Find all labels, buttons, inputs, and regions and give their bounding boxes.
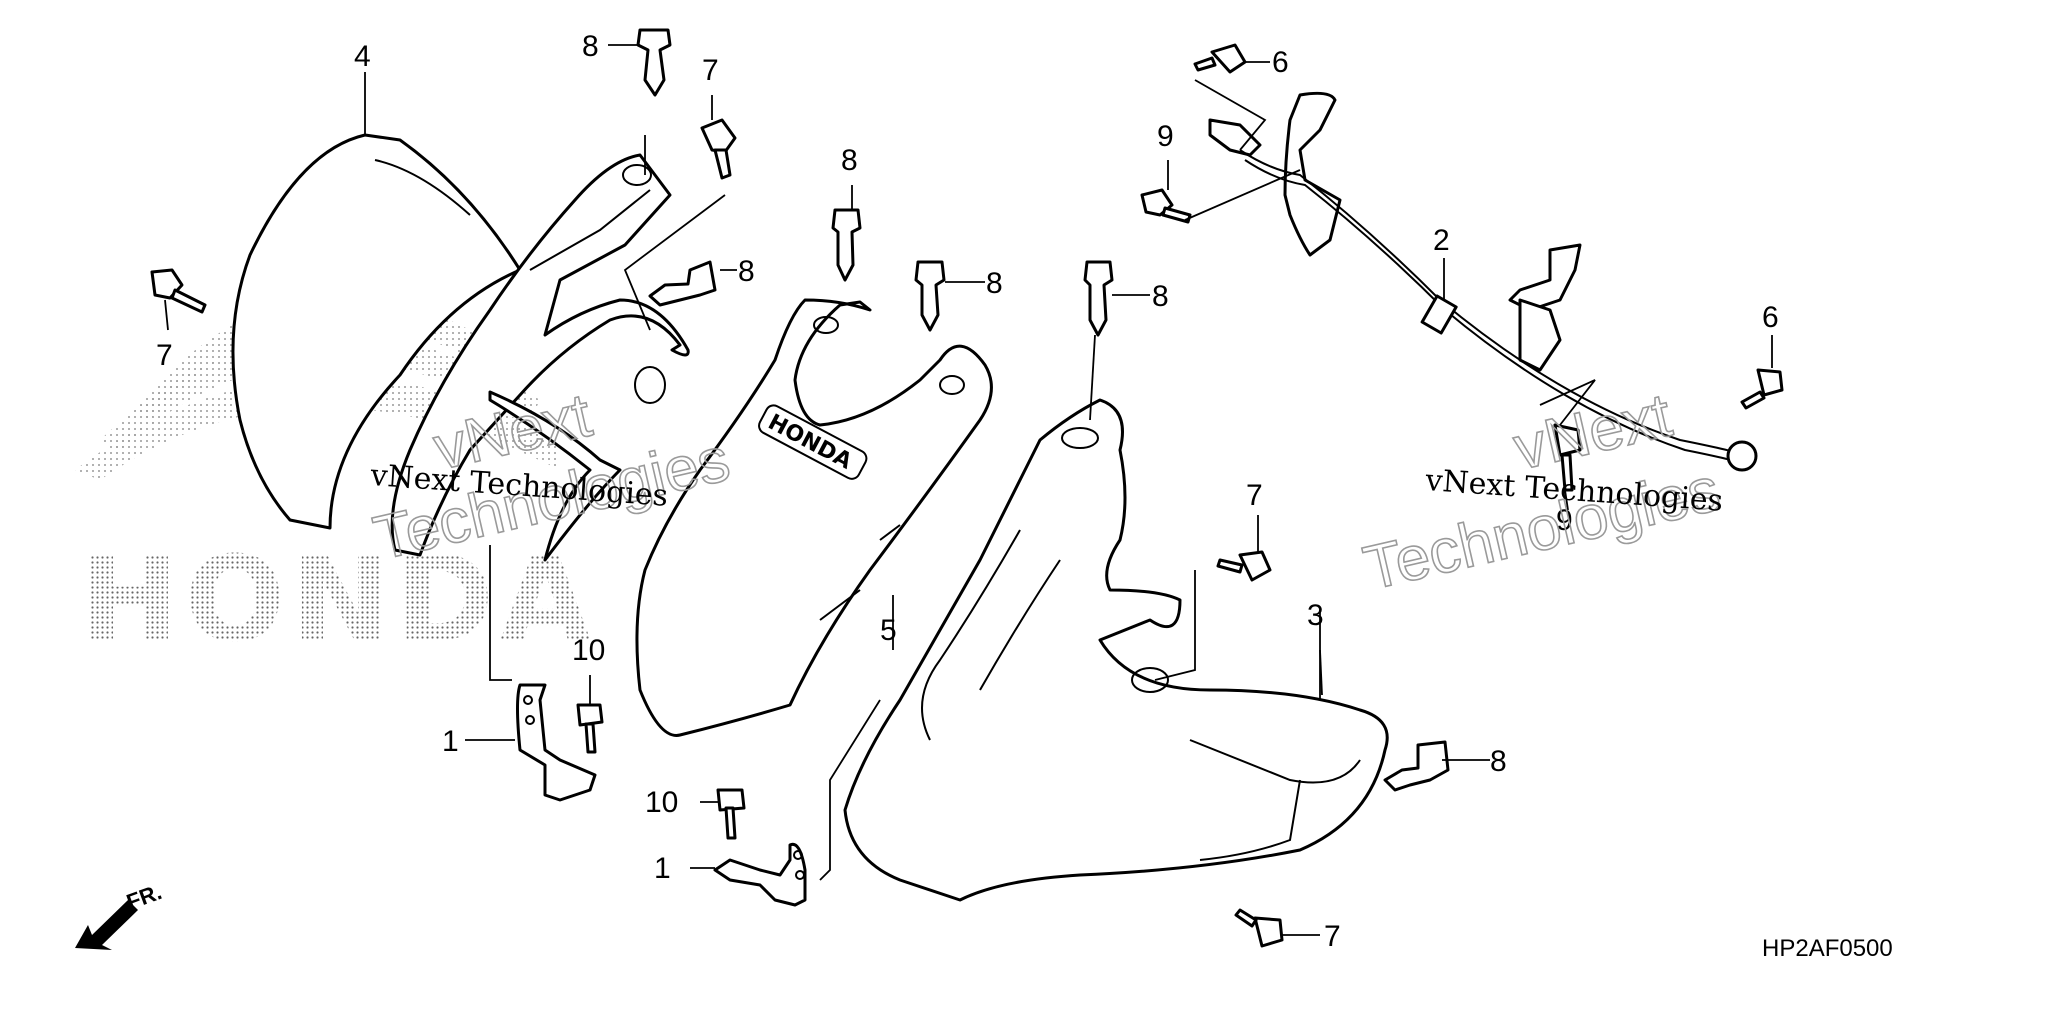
callout-8: 8 [1490,745,1507,778]
fastener-clip-8d [914,260,946,332]
fastener-clip-8c [831,208,862,282]
callout-3: 4 [354,40,371,73]
part-front-fender [843,398,1389,902]
callout-7: 7 [702,54,719,87]
svg-text:FR.: FR. [123,879,165,915]
callout-9: 9 [1556,504,1573,537]
fastener-bolt-7d [1234,908,1284,948]
callout-7: 7 [1246,479,1263,512]
honda-background-wordmark: HONDA [80,530,597,668]
fastener-clip-8b [648,260,717,307]
fastener-clip-8f [1383,740,1450,792]
fastener-bolt-9a [1140,188,1192,224]
callout-7: 7 [1324,920,1341,953]
callout-numbers: 4 8 7 7 8 8 8 8 8 6 6 9 9 7 7 10 10 1 1 … [156,30,1779,953]
callout-7: 7 [156,339,173,372]
callout-8: 8 [582,30,599,63]
callout-1: 1 [442,725,459,758]
callout-2: 2 [1433,224,1450,257]
part-headlight-cover-left [390,153,690,562]
callout-10: 10 [645,786,678,819]
fastener-bolt-7b [150,268,207,314]
fastener-bolt-7c [1216,550,1272,582]
fastener-bolt-10a [576,703,604,754]
fastener-bolt-6b [1740,368,1784,410]
callout-8: 8 [1152,280,1169,313]
callout-6: 6 [1762,301,1779,334]
callout-8: 8 [738,255,755,288]
part-bracket-1b [713,842,807,907]
callout-6: 6 [1272,46,1289,79]
fastener-bolt-7a [700,118,737,180]
callout-10: 10 [572,634,605,667]
front-direction-indicator: FR. [75,879,165,950]
leader-lines [164,44,1773,936]
callout-5: 5 [880,614,897,647]
callout-9: 9 [1157,120,1174,153]
part-stay-harness [1208,91,1758,472]
callout-4: 3 [1307,599,1324,632]
fastener-bolt-6a [1193,43,1247,74]
callout-1: 1 [654,852,671,885]
part-front-center-panel: HONDA [635,298,993,737]
fastener-clip-8a [636,28,672,97]
callout-8: 8 [986,267,1003,300]
watermark-right: Technologies vNext vNext Technologies [1357,380,1727,604]
part-windscreen [231,133,522,530]
part-bracket-1a [516,683,597,802]
fastener-bolt-10b [716,788,746,840]
fastener-bolt-9b [1553,423,1582,492]
direction-arrow-icon [75,900,138,950]
diagram-code: HP2AF0500 [1762,935,1893,962]
fastener-clip-8e [1083,260,1114,337]
callout-8: 8 [841,144,858,177]
